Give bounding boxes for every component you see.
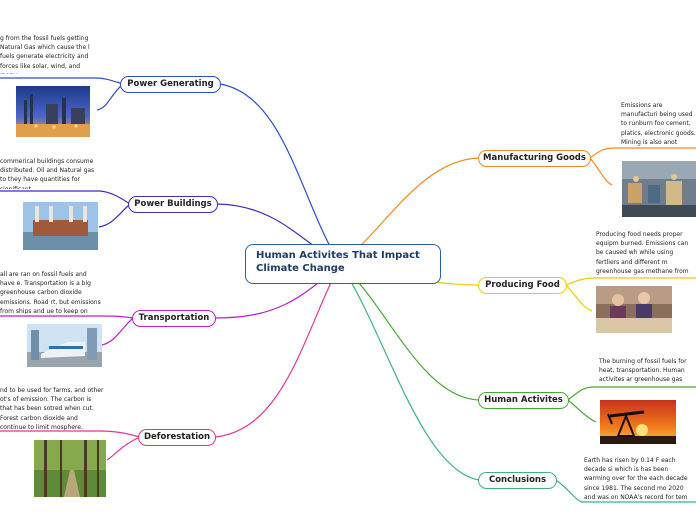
sub-link-human-activites-text	[567, 386, 696, 401]
topic-label: Power Generating	[127, 79, 214, 89]
sub-link-manufacturing-text	[589, 147, 696, 159]
note-producing-food[interactable]: Producing food needs proper equipm burne…	[596, 230, 696, 276]
forest-image[interactable]	[34, 440, 106, 497]
link-power-generating	[219, 83, 341, 265]
topic-power-generating[interactable]: Power Generating	[120, 76, 221, 93]
note-human-activites[interactable]: The burning of fossil fuels for heat, tr…	[599, 357, 696, 385]
food-workers-image[interactable]	[596, 286, 672, 333]
sub-link-power-generating-text	[0, 77, 124, 85]
topic-producing-food[interactable]: Producing Food	[478, 277, 567, 294]
sub-link-human-activites-img	[567, 399, 597, 423]
sub-link-power-generating-img	[96, 83, 124, 111]
topic-label: Conclusions	[488, 475, 547, 485]
note-power-generating[interactable]: g from the fossil fuels getting Natural …	[0, 34, 96, 74]
note-deforestation[interactable]: nd to be used for farms, and other ot's …	[0, 386, 104, 430]
power-plant-image[interactable]	[16, 86, 90, 137]
topic-human-activites[interactable]: Human Activites	[478, 392, 569, 409]
topic-label: Power Buildings	[134, 199, 212, 209]
topic-manufacturing-goods[interactable]: Manufacturing Goods	[478, 150, 591, 167]
train-image[interactable]	[27, 324, 102, 367]
sub-link-manufacturing-img	[589, 157, 613, 186]
note-power-buildings[interactable]: commerical buildings consume distributed…	[0, 157, 99, 189]
sub-link-deforestation-img	[106, 436, 141, 461]
sub-link-deforestation-text	[0, 430, 141, 438]
topic-deforestation[interactable]: Deforestation	[138, 429, 216, 446]
sub-link-conclusions-text	[555, 479, 696, 503]
note-text: The burning of fossil fuels for heat, tr…	[599, 358, 687, 384]
central-topic[interactable]: Human Activites That Impact Climate Chan…	[245, 244, 441, 284]
note-text: g from the fossil fuels getting Natural …	[0, 35, 90, 74]
note-text: Earth has risen by 0.14 F each decade si…	[584, 457, 688, 501]
topic-label: Deforestation	[143, 432, 211, 442]
note-text: Producing food needs proper equipm burne…	[596, 231, 689, 275]
sub-link-transportation-img	[101, 317, 134, 346]
note-transportation[interactable]: all are ran on fossil fuels and have e. …	[0, 270, 102, 314]
sub-link-power-buildings-text	[0, 190, 131, 205]
sub-link-transportation-text	[0, 315, 134, 319]
factory-image[interactable]	[622, 161, 696, 217]
note-manufacturing-goods[interactable]: Emissions are manufacturi being used to …	[621, 101, 696, 147]
link-conclusions	[339, 263, 480, 481]
topic-transportation[interactable]: Transportation	[132, 310, 216, 327]
topic-conclusions[interactable]: Conclusions	[478, 472, 557, 489]
topic-power-buildings[interactable]: Power Buildings	[128, 196, 218, 213]
topic-label: Human Activites	[484, 395, 563, 405]
note-text: nd to be used for farms, and other ot's …	[0, 387, 104, 430]
note-text: commerical buildings consume distributed…	[0, 158, 95, 189]
note-text: Emissions are manufacturi being used to …	[621, 102, 696, 146]
oil-pump-image[interactable]	[600, 400, 676, 444]
topic-label: Manufacturing Goods	[483, 153, 586, 163]
sub-link-power-buildings-img	[98, 203, 131, 228]
central-topic-title: Human Activites That Impact Climate Chan…	[256, 250, 420, 274]
sub-link-producing-food-text	[565, 277, 696, 286]
topic-label: Transportation	[138, 313, 210, 323]
note-text: all are ran on fossil fuels and have e. …	[0, 271, 101, 314]
topic-label: Producing Food	[485, 280, 560, 290]
note-conclusions[interactable]: Earth has risen by 0.14 F each decade si…	[584, 456, 696, 502]
power-station-image[interactable]	[23, 202, 98, 250]
sub-link-producing-food-img	[565, 284, 593, 312]
link-deforestation	[214, 263, 341, 438]
